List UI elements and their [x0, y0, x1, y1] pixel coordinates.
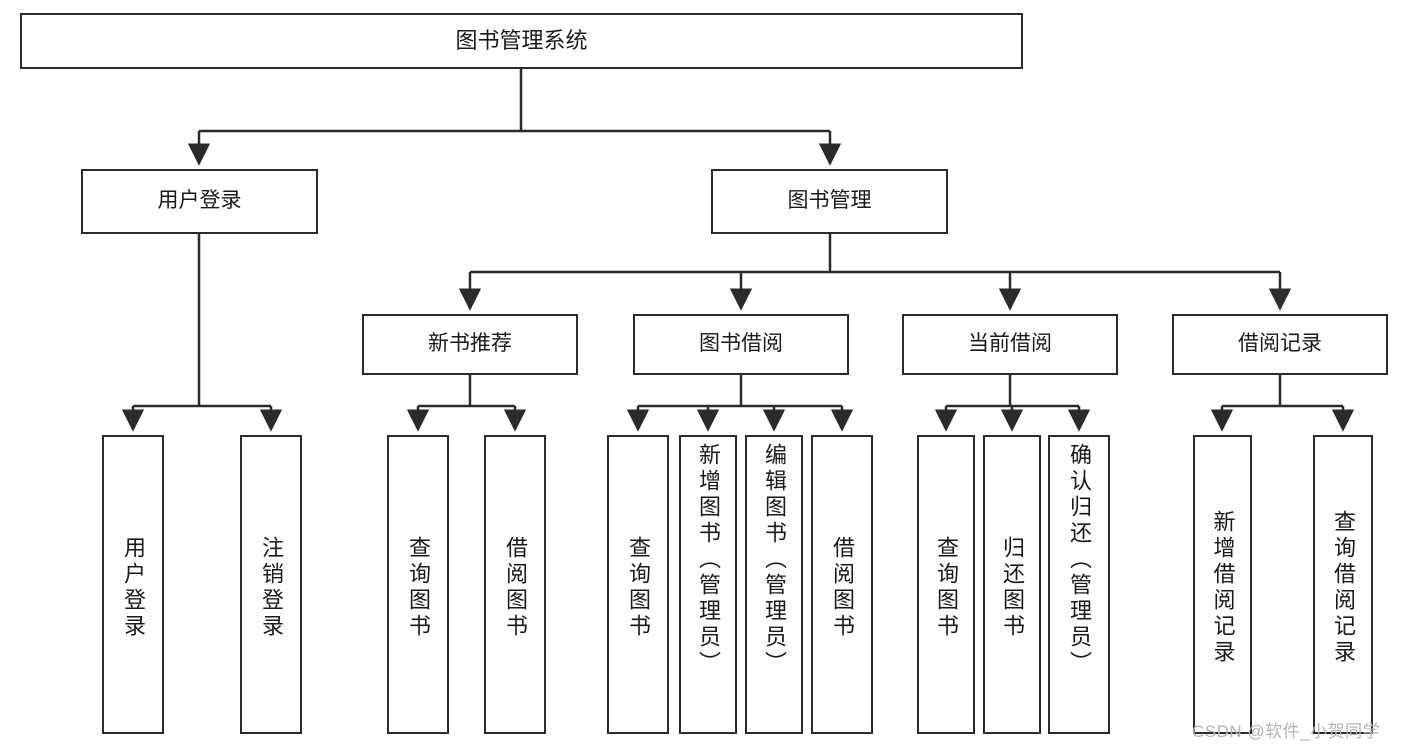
node-leaf-add-record-label: 新增借阅记录 — [1210, 509, 1236, 666]
node-leaf-user-login-label: 用户登录 — [121, 535, 146, 640]
node-borrow-record[interactable]: 借阅记录 — [1172, 314, 1388, 375]
node-leaf-query-book-1[interactable]: 查询图书 — [387, 435, 449, 734]
node-leaf-edit-book[interactable]: 编辑图书（管理员） — [745, 435, 803, 734]
node-book-borrow-label: 图书借阅 — [699, 332, 783, 356]
node-leaf-logout[interactable]: 注销登录 — [240, 435, 302, 734]
node-book-borrow[interactable]: 图书借阅 — [633, 314, 849, 375]
node-leaf-query-record-label: 查询借阅记录 — [1331, 509, 1356, 666]
node-leaf-query-book-3-label: 查询图书 — [934, 535, 959, 640]
node-book-manage[interactable]: 图书管理 — [711, 169, 948, 234]
node-user-login[interactable]: 用户登录 — [81, 169, 318, 234]
node-leaf-query-book-1-label: 查询图书 — [406, 535, 431, 640]
node-root-label: 图书管理系统 — [455, 28, 588, 54]
node-leaf-add-book[interactable]: 新增图书（管理员） — [679, 435, 737, 734]
node-leaf-borrow-book-2-label: 借阅图书 — [830, 535, 855, 640]
node-current-borrow-label: 当前借阅 — [968, 332, 1052, 356]
node-leaf-query-record[interactable]: 查询借阅记录 — [1313, 435, 1373, 734]
node-leaf-return-book[interactable]: 归还图书 — [983, 435, 1041, 734]
node-new-book-recommend-label: 新书推荐 — [428, 332, 512, 356]
node-leaf-borrow-book-1[interactable]: 借阅图书 — [484, 435, 546, 734]
node-borrow-record-label: 借阅记录 — [1238, 332, 1322, 356]
node-book-manage-label: 图书管理 — [787, 189, 872, 213]
node-leaf-return-book-label: 归还图书 — [1000, 535, 1025, 640]
node-leaf-query-book-3[interactable]: 查询图书 — [917, 435, 975, 734]
watermark: CSDN @软件_小贺同学 — [1192, 722, 1381, 741]
node-leaf-add-book-label: 新增图书（管理员） — [696, 443, 721, 677]
node-leaf-borrow-book-2[interactable]: 借阅图书 — [811, 435, 873, 734]
node-leaf-confirm-return[interactable]: 确认归还（管理员） — [1048, 435, 1110, 734]
node-leaf-query-book-2[interactable]: 查询图书 — [607, 435, 669, 734]
node-leaf-add-record[interactable]: 新增借阅记录 — [1193, 435, 1252, 734]
node-leaf-query-book-2-label: 查询图书 — [626, 535, 651, 640]
node-new-book-recommend[interactable]: 新书推荐 — [362, 314, 578, 375]
node-leaf-edit-book-label: 编辑图书（管理员） — [762, 443, 787, 677]
node-leaf-logout-label: 注销登录 — [259, 535, 284, 640]
node-leaf-confirm-return-label: 确认归还（管理员） — [1067, 443, 1092, 677]
node-leaf-borrow-book-1-label: 借阅图书 — [503, 535, 528, 640]
node-leaf-user-login[interactable]: 用户登录 — [102, 435, 164, 734]
node-current-borrow[interactable]: 当前借阅 — [902, 314, 1118, 375]
node-user-login-label: 用户登录 — [157, 189, 242, 213]
node-root[interactable]: 图书管理系统 — [20, 13, 1023, 69]
